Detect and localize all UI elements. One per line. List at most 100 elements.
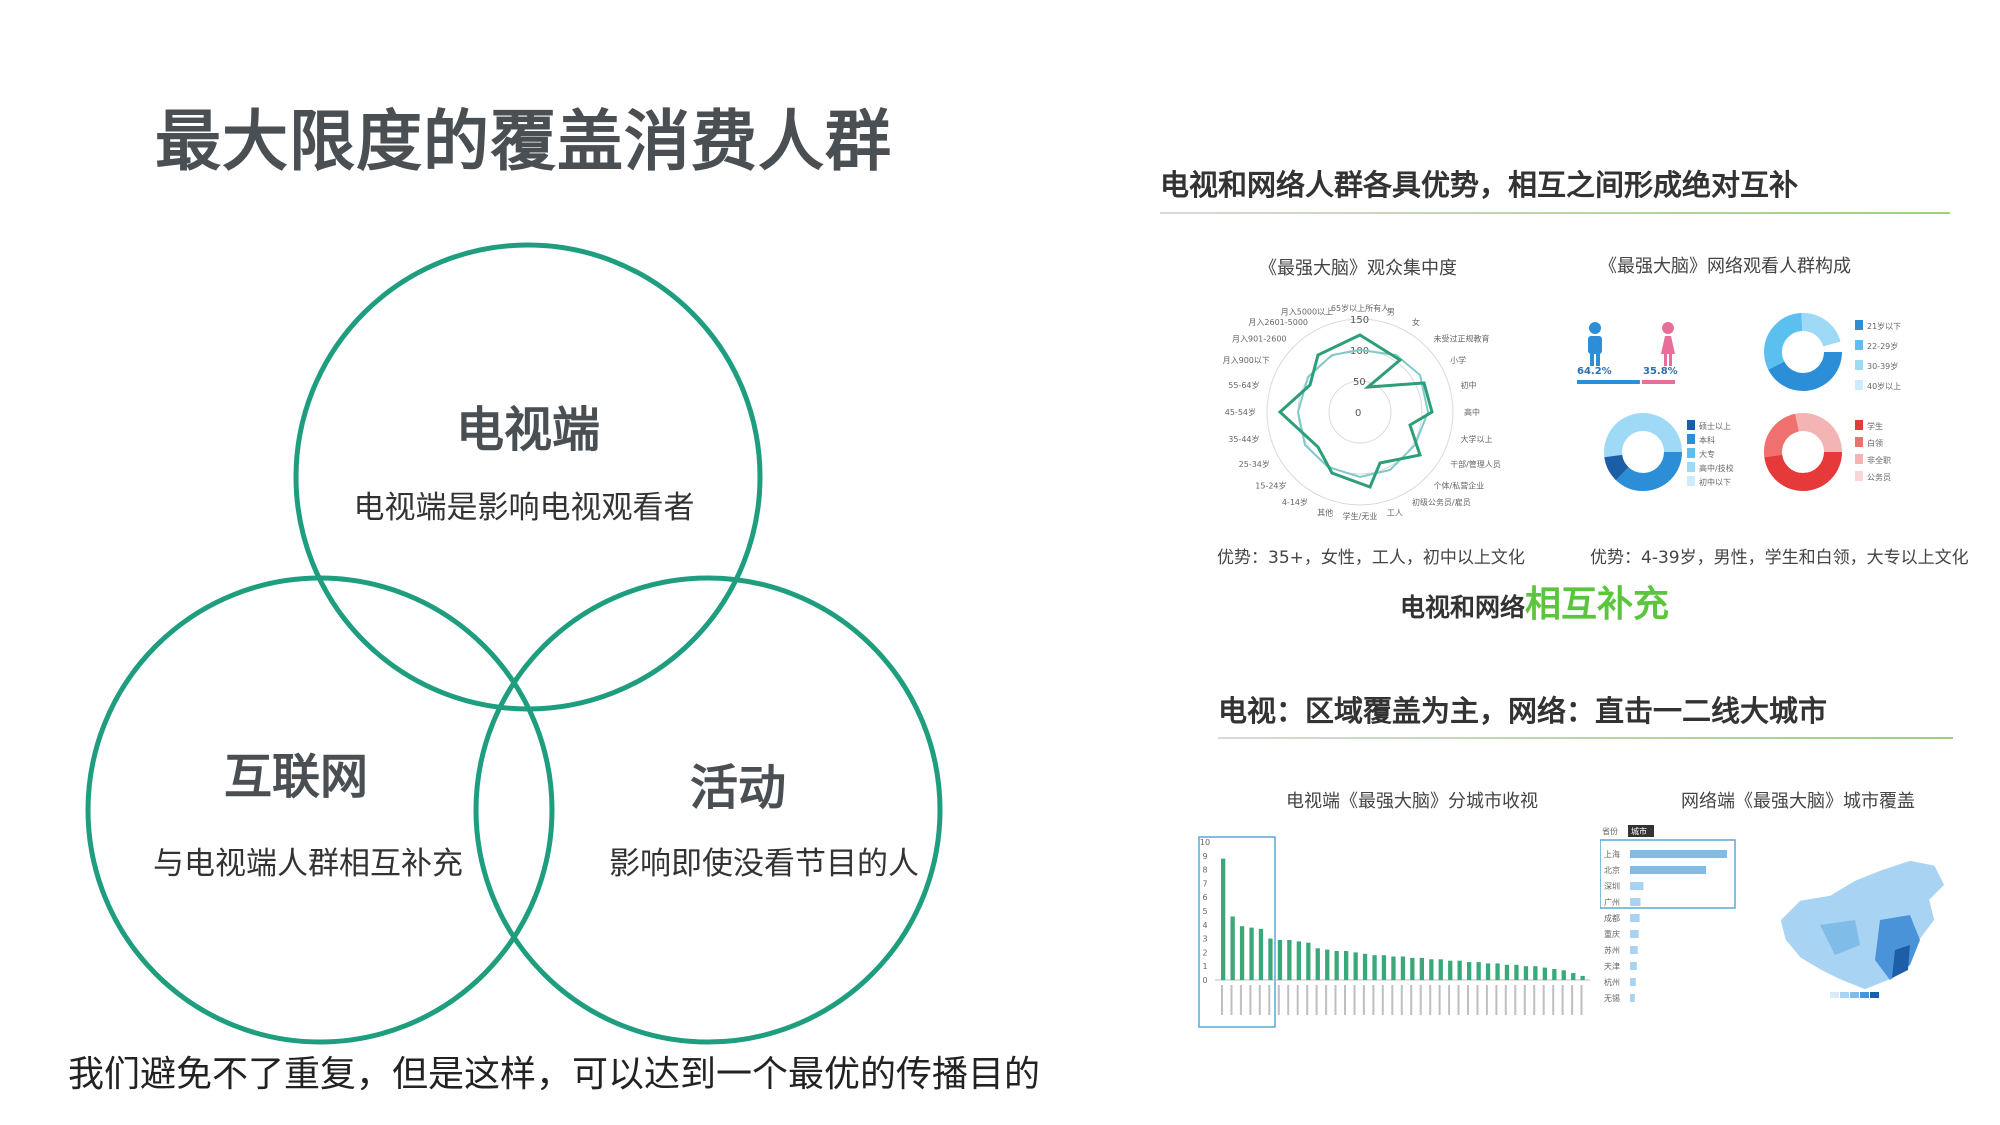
web-city-label: 无锡 xyxy=(1604,994,1620,1003)
tv-x-label-mark xyxy=(1495,985,1498,1015)
legend-swatch xyxy=(1687,476,1695,486)
web-city-bar xyxy=(1630,850,1727,858)
tv-bar xyxy=(1429,959,1434,980)
tv-x-label-mark xyxy=(1552,985,1555,1015)
tv-bars xyxy=(1221,858,1585,980)
female-person-icon xyxy=(1661,322,1675,366)
tv-bar xyxy=(1306,942,1311,980)
tv-x-label-mark xyxy=(1514,985,1517,1015)
age-donut xyxy=(1764,313,1842,391)
legend-label: 大专 xyxy=(1699,449,1715,459)
tv-x-label-mark xyxy=(1306,985,1309,1015)
legend-label: 公务员 xyxy=(1867,472,1891,482)
tv-x-label-mark xyxy=(1580,985,1583,1015)
tab-city: 城市 xyxy=(1631,826,1647,836)
tv-bar xyxy=(1542,967,1547,980)
tv-y-tick: 3 xyxy=(1202,935,1207,944)
tab-province: 省份 xyxy=(1602,826,1618,836)
radar-label: 45-54岁 xyxy=(1225,407,1256,417)
radar-series-main xyxy=(1277,333,1434,489)
radar-label: 月入5000以上 xyxy=(1281,308,1333,317)
radar-chart-title: 《最强大脑》观众集中度 xyxy=(1259,258,1457,279)
gender-bar-male xyxy=(1577,380,1640,384)
tv-bar xyxy=(1315,948,1320,980)
tv-bar xyxy=(1552,969,1557,980)
tv-y-tick: 6 xyxy=(1202,893,1207,902)
tv-x-labels xyxy=(1221,985,1583,1015)
tv-bar xyxy=(1344,951,1349,980)
radar-label: 初级公务员/雇员 xyxy=(1412,497,1471,507)
tv-y-tick: 1 xyxy=(1202,962,1207,971)
legend-label: 初中以下 xyxy=(1699,477,1731,487)
web-city-bar xyxy=(1630,882,1644,890)
radar-series-inner xyxy=(1296,348,1430,479)
legend-swatch xyxy=(1687,420,1695,430)
tv-y-tick: 10 xyxy=(1200,838,1210,847)
tv-bar xyxy=(1258,928,1264,980)
section2-rule xyxy=(1218,737,1953,739)
radar-advantage: 优势：35+，女性，工人，初中以上文化 xyxy=(1217,548,1525,568)
radar-label: 月入901-2600 xyxy=(1232,335,1287,344)
male-person-icon xyxy=(1588,322,1602,366)
section1-heading: 电视和网络人群各具优势，相互之间形成绝对互补 xyxy=(1160,168,1799,202)
tv-y-tick: 5 xyxy=(1202,907,1207,916)
web-city-label: 成都 xyxy=(1604,913,1620,923)
female-pct-label: 35.8% xyxy=(1643,366,1678,377)
tv-x-label-mark xyxy=(1504,985,1507,1015)
gender-bar-female xyxy=(1641,380,1675,384)
web-city-label: 苏州 xyxy=(1604,945,1620,955)
venn-circle-tv xyxy=(293,242,763,712)
venn-circle-activity xyxy=(473,575,943,1045)
legend-swatch xyxy=(1855,380,1863,390)
tv-bar xyxy=(1467,962,1472,980)
china-map-icon xyxy=(1779,859,1946,991)
radar-labels: 65岁以上所有人男女未受过正规教育小学初中高中大学以上干部/管理人员个体/私营企… xyxy=(1223,303,1501,521)
tv-bar xyxy=(1325,949,1330,980)
web-city-label: 北京 xyxy=(1604,865,1620,875)
tv-x-label-mark xyxy=(1561,985,1564,1015)
tv-x-label-mark xyxy=(1381,985,1384,1015)
radar-label: 月入2601-5000 xyxy=(1248,318,1308,327)
tv-bar xyxy=(1495,963,1500,980)
city-highlight-box xyxy=(1600,839,1736,909)
legend-label: 22-29岁 xyxy=(1867,341,1898,351)
radar-label: 男 xyxy=(1387,308,1395,317)
radar-label: 干部/管理人员 xyxy=(1450,459,1501,469)
radar-chart: 150 100 50 0 65岁以上所有人男女未受过正规教育小学初中高中大学以上… xyxy=(1223,303,1501,521)
tv-x-label-mark xyxy=(1258,985,1261,1015)
tv-bar xyxy=(1476,962,1481,980)
radar-label: 高中 xyxy=(1464,407,1480,417)
tv-bar xyxy=(1277,940,1283,980)
tv-x-label-mark xyxy=(1353,985,1356,1015)
radar-label: 65岁以上所有人 xyxy=(1331,303,1389,313)
web-city-bar xyxy=(1630,898,1641,906)
web-audience-advantage: 优势：4-39岁，男性，学生和白领，大专以上文化 xyxy=(1590,548,1969,568)
web-city-bar xyxy=(1630,914,1640,922)
legend-label: 硕士以上 xyxy=(1699,421,1731,431)
tv-y-tick: 0 xyxy=(1202,976,1207,985)
male-pct-label: 64.2% xyxy=(1577,366,1612,377)
tv-x-label-mark xyxy=(1249,985,1252,1015)
tv-y-tick: 2 xyxy=(1202,948,1207,957)
tv-x-label-mark xyxy=(1476,985,1479,1015)
web-city-label: 上海 xyxy=(1604,849,1620,859)
venn-internet-desc: 与电视端人群相互补充 xyxy=(153,846,463,882)
web-city-label: 天津 xyxy=(1604,961,1620,971)
venn-tv-title: 电视端 xyxy=(455,402,601,458)
tv-bar xyxy=(1381,955,1387,980)
highlight-box xyxy=(1198,836,1276,1028)
legend-swatch xyxy=(1855,454,1863,464)
venn-internet-title: 互联网 xyxy=(223,749,369,805)
tv-x-label-mark xyxy=(1410,985,1413,1015)
legend-swatch xyxy=(1687,462,1695,472)
tv-bar xyxy=(1391,956,1396,980)
tv-bar xyxy=(1457,960,1462,980)
radar-label: 个体/私营企业 xyxy=(1434,481,1485,491)
radar-tick-100: 100 xyxy=(1350,346,1369,357)
radar-label: 未受过正规教育 xyxy=(1434,334,1490,344)
radar-tick-0: 0 xyxy=(1355,408,1361,419)
tv-bar xyxy=(1296,941,1301,980)
legend-label: 30-39岁 xyxy=(1867,361,1898,371)
